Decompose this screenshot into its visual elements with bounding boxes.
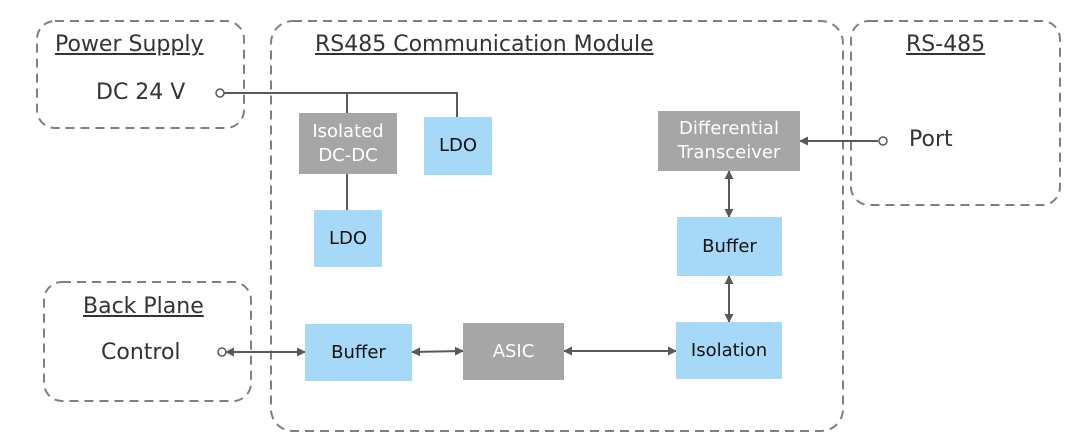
back-plane-frame xyxy=(43,281,252,402)
power-supply-frame xyxy=(36,20,245,129)
transceiver-line2: Transceiver xyxy=(677,142,781,163)
transceiver-line1: Differential xyxy=(679,118,779,139)
transceiver-block: Differential Transceiver xyxy=(658,111,800,171)
dc-terminal xyxy=(215,88,225,98)
module-frame xyxy=(270,20,844,432)
back-plane-title: Back Plane xyxy=(83,294,204,319)
isolated-dcdc-line1: Isolated xyxy=(312,120,384,142)
power-supply-title: Power Supply xyxy=(55,32,204,57)
buffer-right-block: Buffer xyxy=(677,217,782,276)
buffer-left-block: Buffer xyxy=(305,324,412,381)
asic-block: ASIC xyxy=(463,323,564,380)
dc-voltage-label: DC 24 V xyxy=(96,80,186,105)
isolated-dcdc-line2: DC-DC xyxy=(318,144,378,166)
isolated-dcdc-block: Isolated DC-DC xyxy=(299,113,397,174)
control-terminal xyxy=(217,347,227,357)
buffer-asic-arrow xyxy=(411,346,464,357)
isolation-block: Isolation xyxy=(676,322,782,379)
ldo-top-block: LDO xyxy=(424,117,492,175)
power-line xyxy=(224,92,458,117)
rs485-title: RS-485 xyxy=(906,32,986,57)
module-title: RS485 Communication Module xyxy=(315,32,654,57)
port-label: Port xyxy=(909,127,953,152)
control-label: Control xyxy=(101,340,181,365)
rs485-frame xyxy=(850,20,1061,206)
port-terminal xyxy=(878,136,888,146)
ldo-bottom-block: LDO xyxy=(314,210,382,267)
